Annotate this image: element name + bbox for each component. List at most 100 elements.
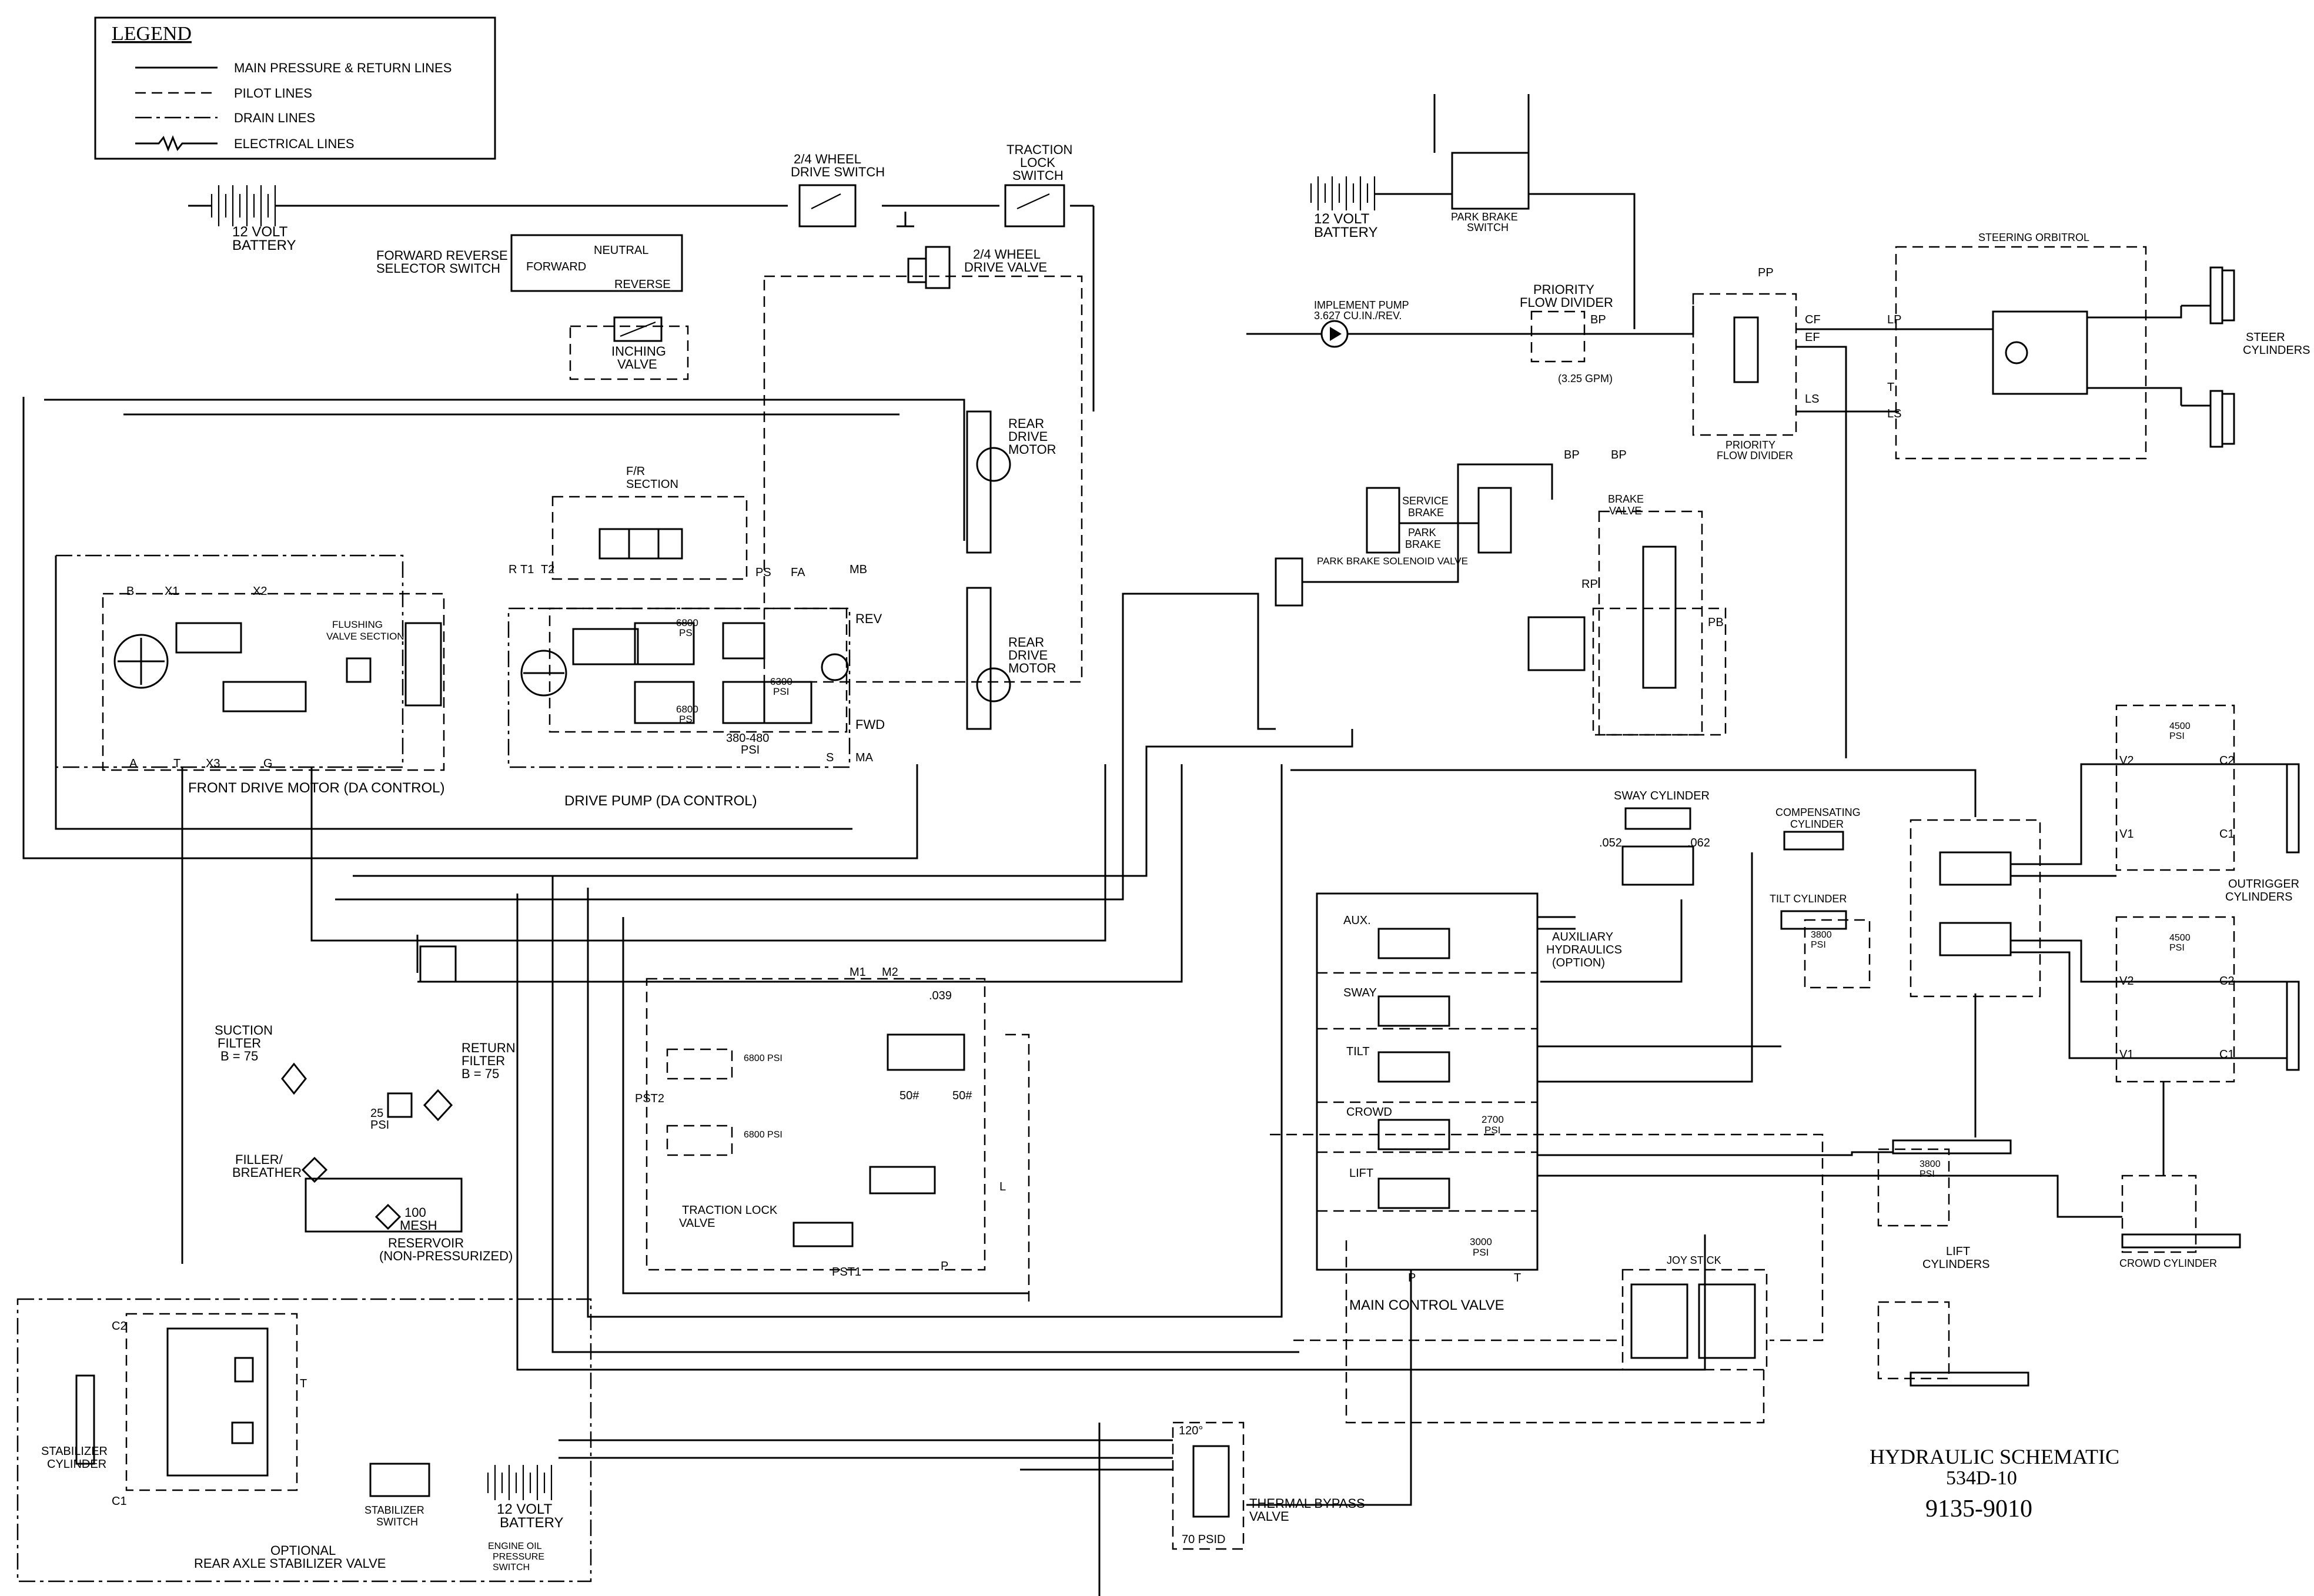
drive-pump: 6800 PSI 6800 PSI 6300 PSI 380-480 PSI D…	[507, 563, 885, 809]
label: REAR	[1008, 635, 1044, 650]
label: RETURN	[462, 1040, 516, 1055]
label: (3.25 GPM)	[1558, 373, 1613, 384]
port-label: A	[129, 757, 138, 770]
inching-valve: INCHING VALVE	[569, 316, 689, 380]
label: VALVE	[1609, 505, 1641, 517]
port-label: BP	[1590, 313, 1606, 326]
label: REAR	[1008, 416, 1044, 431]
port-label: MB	[850, 563, 867, 576]
port-label: 50#	[952, 1089, 972, 1102]
thermal-bypass-valve: 120° 70 PSID THERMAL BYPASS VALVE	[1172, 1421, 1365, 1550]
label: SWITCH	[1467, 222, 1509, 233]
suction-filter: SUCTION FILTER B = 75	[215, 1023, 307, 1095]
label: SWITCH	[376, 1516, 418, 1528]
label: 3000	[1470, 1236, 1492, 1247]
port-label: C2	[112, 1320, 127, 1333]
label: MAIN CONTROL VALVE	[1349, 1297, 1504, 1313]
label: 12 VOLT	[1314, 211, 1370, 227]
port-label: MA	[855, 751, 874, 764]
label: 3800	[1920, 1159, 1941, 1169]
label: PARK	[1408, 527, 1436, 538]
battery-label: BATTERY	[232, 237, 296, 253]
label: FWD	[855, 717, 885, 732]
port-label: X3	[206, 757, 220, 770]
label: DRIVE PUMP (DA CONTROL)	[564, 793, 757, 809]
front-drive-motor: FLUSHING VALVE SECTION FRONT DRIVE MOTOR…	[55, 554, 444, 796]
label: 3.627 CU.IN./REV.	[1314, 310, 1402, 322]
port-label: PST2	[635, 1092, 664, 1105]
label: INCHING	[611, 344, 666, 359]
section-label: LIFT	[1349, 1167, 1373, 1180]
label: .052	[1599, 837, 1622, 849]
label: FORWARD REVERSE	[376, 248, 508, 263]
label: PSI	[741, 744, 760, 757]
implement-pump: IMPLEMENT PUMP 3.627 CU.IN./REV.	[1314, 299, 1409, 348]
legend-item: MAIN PRESSURE & RETURN LINES	[234, 61, 452, 75]
label: LOCK	[1020, 155, 1055, 170]
label: THERMAL BYPASS	[1249, 1496, 1365, 1511]
port-label: V1	[2119, 1048, 2134, 1061]
label: SUCTION	[215, 1023, 273, 1038]
compensating-cylinder: COMPENSATING CYLINDER	[1775, 807, 1861, 851]
label: B = 75	[220, 1049, 258, 1063]
label: 2/4 WHEEL	[973, 247, 1041, 262]
auxiliary-hydraulics: AUXILIARY HYDRAULICS (OPTION)	[1546, 931, 1622, 969]
label: FILLER/	[235, 1152, 283, 1167]
label: REV	[855, 611, 882, 626]
port-label: X2	[253, 585, 267, 598]
label: SECTION	[626, 478, 678, 491]
label: BRAKE	[1405, 538, 1441, 550]
rear-drive-motor-upper: REAR DRIVE MOTOR	[966, 410, 1056, 554]
label: OUTRIGGER	[2228, 878, 2299, 891]
wheel-drive-switch: 2/4 WHEEL DRIVE SWITCH	[791, 152, 885, 227]
label: 4500	[2169, 721, 2191, 731]
section-label: AUX.	[1343, 914, 1371, 927]
label: 4500	[2169, 933, 2191, 943]
label: SERVICE	[1402, 495, 1449, 507]
label: BATTERY	[500, 1515, 563, 1531]
label: MOTOR	[1008, 661, 1056, 675]
steering-orbitrol: STEERING ORBITROL LP T LS	[1887, 232, 2147, 460]
port-label: T	[300, 1377, 307, 1390]
outrigger-cylinders: OUTRIGGER CYLINDERS 4500 PSI 4500 PSI V2…	[1910, 704, 2300, 1083]
label: PSI	[773, 686, 789, 697]
brake-valve: BRAKE VALVE RP PB BP BP	[1527, 449, 1727, 736]
title-line-1: HYDRAULIC SCHEMATIC	[1870, 1445, 2119, 1468]
park-brake-solenoid-valve: PARK BRAKE SOLENOID VALVE	[1275, 556, 1468, 607]
port-label: C1	[2219, 828, 2235, 841]
label: SWAY CYLINDER	[1614, 789, 1710, 802]
label: VALVE	[617, 357, 657, 372]
port-label: P	[1408, 1272, 1416, 1284]
label: 120°	[1179, 1424, 1203, 1437]
label: (NON-PRESSURIZED)	[379, 1249, 513, 1263]
port-label: BP	[1564, 449, 1580, 461]
legend-item: DRAIN LINES	[234, 111, 315, 125]
label: 380-480	[726, 732, 769, 745]
port-label: C1	[2219, 1048, 2235, 1061]
battery-label: 12 VOLT	[232, 224, 288, 240]
label: 25	[370, 1107, 383, 1120]
label: TRACTION LOCK	[682, 1204, 778, 1217]
port-label: B	[126, 585, 134, 598]
port-label: T	[1514, 1272, 1521, 1284]
label: REAR AXLE STABILIZER VALVE	[194, 1556, 386, 1571]
reservoir: 100 MESH RESERVOIR (NON-PRESSURIZED)	[305, 1177, 513, 1263]
return-filter: RETURN FILTER B = 75 25 PSI	[370, 945, 516, 1132]
traction-lock-valve: TRACTION LOCK VALVE 6800 PSI 6800 PSI PS…	[635, 966, 1006, 1279]
label: PSI	[1811, 940, 1826, 950]
tilt-cylinder: TILT CYLINDER 3800 PSI	[1770, 893, 1871, 989]
label: RESERVOIR	[388, 1236, 464, 1250]
label: ENGINE OIL	[488, 1541, 542, 1551]
title-block: HYDRAULIC SCHEMATIC 534D-10 9135-9010	[1870, 1445, 2119, 1523]
label: 6800	[676, 704, 698, 715]
label: CROWD CYLINDER	[2119, 1257, 2217, 1269]
port-label: M2	[882, 966, 898, 979]
port-label: V1	[2119, 828, 2134, 841]
park-brake-switch: PARK BRAKE SWITCH	[1433, 94, 1530, 233]
section-label: CROWD	[1346, 1106, 1392, 1119]
label: 6800 PSI	[744, 1130, 783, 1140]
port-label: CF	[1805, 313, 1821, 326]
steer-cylinders: STEER CYLINDERS	[2181, 266, 2310, 448]
port-label: PB	[1708, 616, 1724, 629]
